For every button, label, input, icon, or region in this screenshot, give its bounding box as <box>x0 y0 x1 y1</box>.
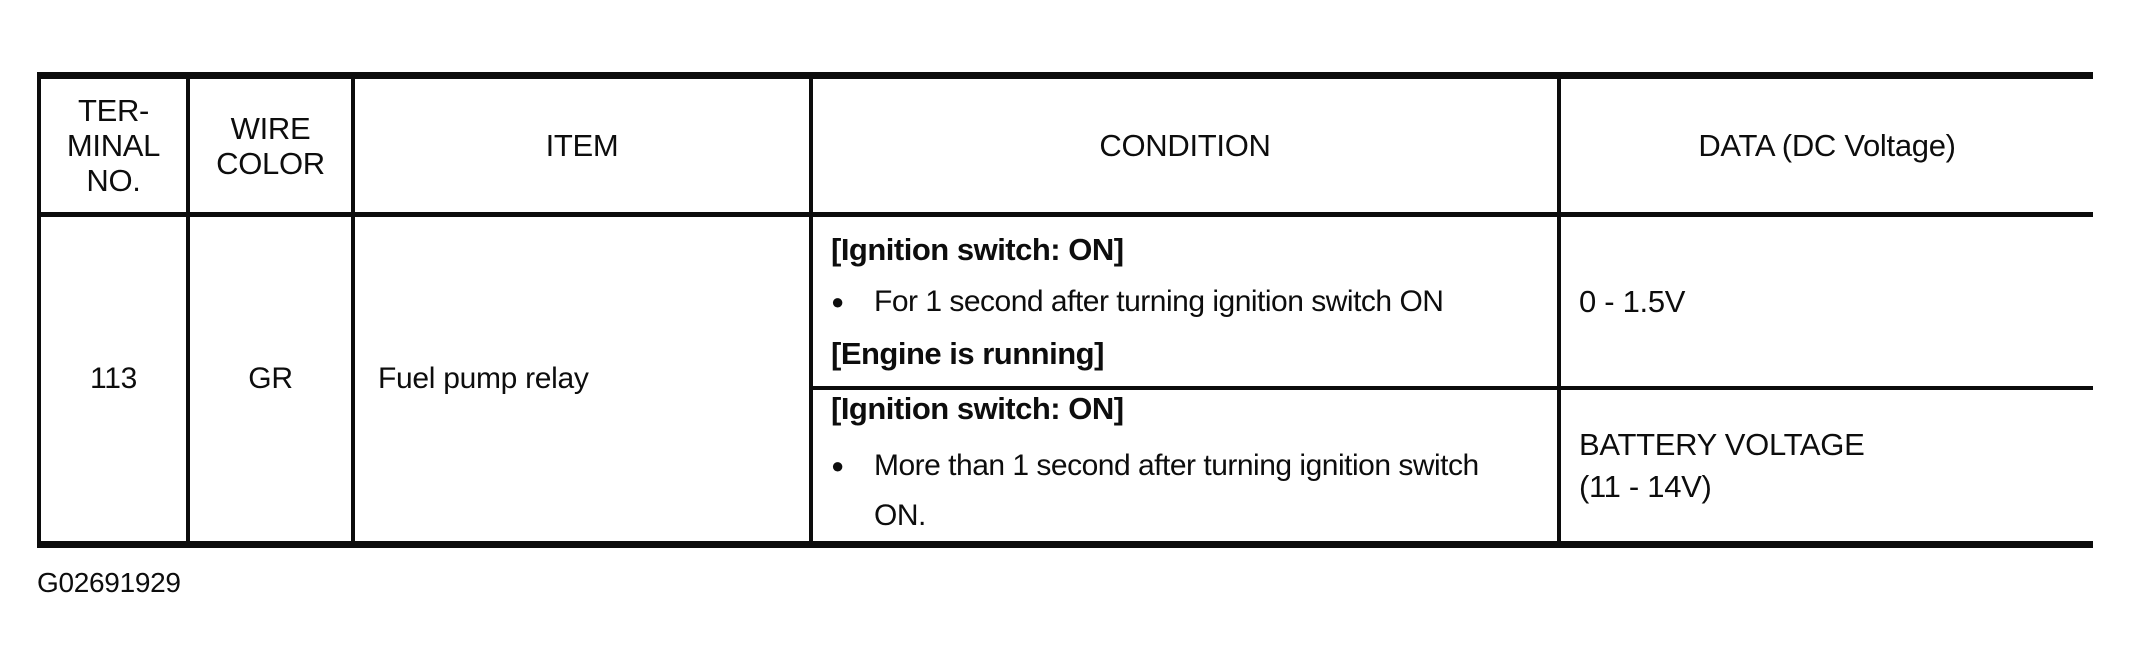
cell-terminal-no: 113 <box>41 217 190 541</box>
cell-wire-color: GR <box>190 217 355 541</box>
figure-id-caption: G02691929 <box>37 567 181 598</box>
bullet-icon: ● <box>831 288 844 314</box>
condition-1-state-2: [Engine is running] <box>831 335 1104 371</box>
terminal-data-table: TER- MINAL NO. WIRE COLOR ITEM CONDITION… <box>37 72 2093 548</box>
condition-1-detail: For 1 second after turning ignition swit… <box>874 284 1444 318</box>
data-1-value: 0 - 1.5V <box>1579 283 1686 319</box>
cell-condition-2: [Ignition switch: ON] ● More than 1 seco… <box>813 390 1561 541</box>
header-terminal-no: TER- MINAL NO. <box>41 79 190 217</box>
cell-data-2: BATTERY VOLTAGE (11 - 14V) <box>1561 390 2093 541</box>
cell-condition-1: [Ignition switch: ON] ● For 1 second aft… <box>813 217 1561 390</box>
header-data: DATA (DC Voltage) <box>1561 79 2093 217</box>
cell-item: Fuel pump relay <box>355 217 813 541</box>
condition-2-state: [Ignition switch: ON] <box>831 390 1124 426</box>
condition-2-detail-row: ● More than 1 second after turning ignit… <box>831 441 1551 541</box>
bullet-icon: ● <box>831 452 844 478</box>
condition-2-detail: More than 1 second after turning ignitio… <box>874 448 1479 532</box>
header-wire-color: WIRE COLOR <box>190 79 355 217</box>
data-2-value-line-2: (11 - 14V) <box>1579 468 1712 504</box>
header-condition: CONDITION <box>813 79 1561 217</box>
header-item: ITEM <box>355 79 813 217</box>
condition-1-detail-row: ● For 1 second after turning ignition sw… <box>831 284 1551 320</box>
cell-data-1: 0 - 1.5V <box>1561 217 2093 390</box>
data-2-value-line-1: BATTERY VOLTAGE <box>1579 426 1865 462</box>
condition-1-state: [Ignition switch: ON] <box>831 231 1124 267</box>
